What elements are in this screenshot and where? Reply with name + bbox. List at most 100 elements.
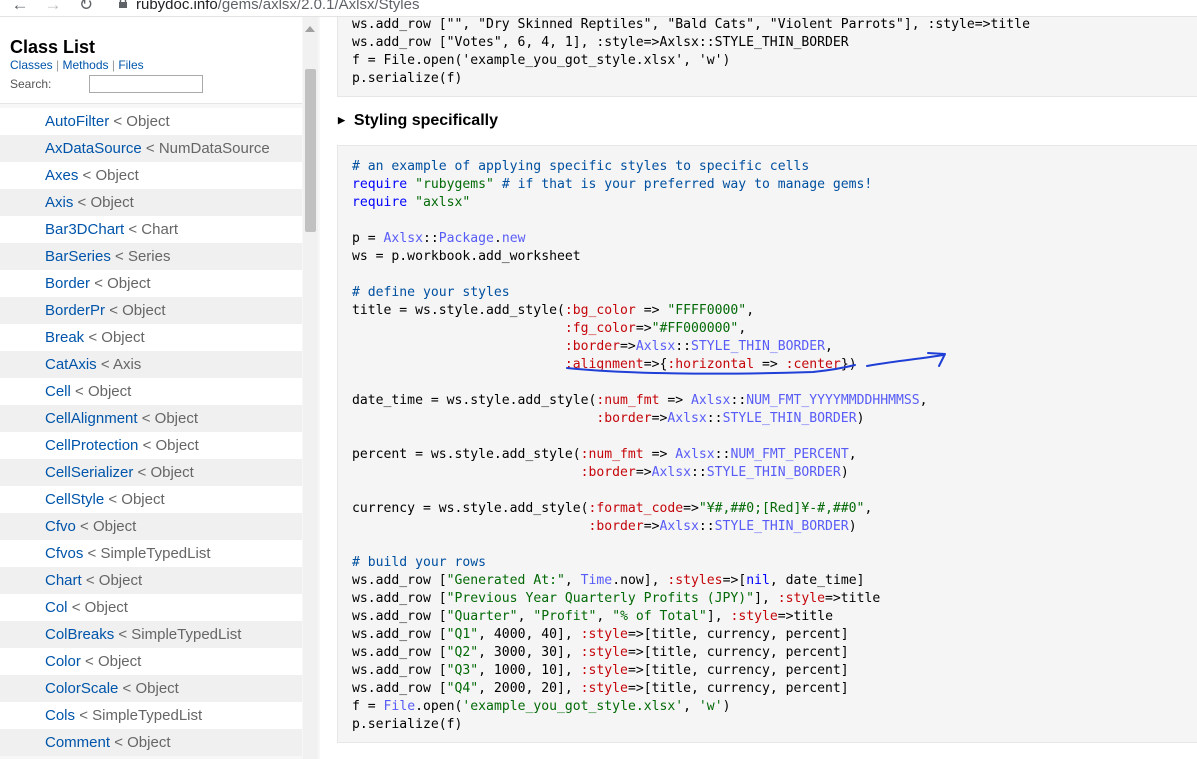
code-token: => [635,321,652,336]
class-link[interactable]: Break [45,329,85,346]
class-list-links: Classes | Methods | Files [10,58,144,72]
class-link[interactable]: AxDataSource [45,140,142,157]
code-token: , 4000, 40], [478,627,581,642]
code-token: f = [352,699,384,714]
class-list-item[interactable]: Bar3DChart < Chart [0,216,302,243]
class-link[interactable]: Axis [45,194,74,211]
class-link[interactable]: CellProtection [45,437,139,454]
code-token: => [683,501,699,516]
address-bar[interactable]: rubydoc.info/gems/axlsx/2.0.1/Axlsx/Styl… [118,0,419,13]
code-token: =>title [825,591,881,606]
class-link[interactable]: Cell [45,383,71,400]
class-link[interactable]: Axes [45,167,79,184]
code-token: , [683,699,699,714]
class-list-item[interactable]: Cfvo < Object [0,513,302,540]
methods-link[interactable]: Methods [62,58,109,72]
code-token: ws.add_row [ [352,663,447,678]
class-link[interactable]: Border [45,275,91,292]
code-constant: Axlsx [383,231,423,246]
back-arrow-icon[interactable]: ← [11,0,29,14]
forward-arrow-icon[interactable]: → [44,0,62,14]
class-list-item[interactable]: CellAlignment < Object [0,405,302,432]
code-line: ws.add_row ["", "Dry Skinned Reptiles", … [352,17,1030,32]
class-list-item[interactable]: BarSeries < Series [0,243,302,270]
superclass-label: < Object [109,302,166,319]
class-list-item[interactable]: Cell < Object [0,378,302,405]
code-symbol: :num_fmt [596,393,660,408]
class-list-item[interactable]: Cols < SimpleTypedList [0,702,302,729]
code-block-previous: ws.add_row ["", "Dry Skinned Reptiles", … [337,17,1197,97]
code-token: => [643,519,660,534]
class-list-item[interactable]: Color < Object [0,648,302,675]
class-link[interactable]: Cfvo [45,518,76,535]
class-list-item[interactable]: ColorScale < Object [0,675,302,702]
class-list-item[interactable]: CellStyle < Object [0,486,302,513]
code-string: "Q1" [446,627,479,642]
sidebar-scrollbar-thumb[interactable] [305,69,316,232]
class-link[interactable]: ColorScale [45,680,119,697]
class-link[interactable]: Cols [45,707,76,724]
code-string: "Previous Year Quarterly Profits (JPY)" [446,591,755,606]
class-link[interactable]: AutoFilter [45,113,110,130]
code-token: :: [422,231,439,246]
class-list-item[interactable]: BorderPr < Object [0,297,302,324]
class-link[interactable]: BorderPr [45,302,106,319]
class-link[interactable]: CatAxis [45,356,97,373]
classes-link[interactable]: Classes [10,58,53,72]
code-token: ws.add_row [ [352,627,447,642]
class-link[interactable]: BarSeries [45,248,111,265]
url-domain: rubydoc.info [136,0,218,13]
search-input[interactable] [89,75,203,93]
superclass-label: < Object [71,599,128,616]
class-list-item[interactable]: Axes < Object [0,162,302,189]
code-symbol: :format_code [588,501,684,516]
code-token: , date_time] [769,573,865,588]
reload-icon[interactable]: ↻ [78,0,94,14]
class-list-item[interactable]: Border < Object [0,270,302,297]
code-symbol: :style [777,591,826,606]
class-link[interactable]: CellAlignment [45,410,138,427]
files-link[interactable]: Files [118,58,144,72]
class-link[interactable]: Chart [45,572,82,589]
class-list-item[interactable]: AxDataSource < NumDataSource [0,135,302,162]
code-indent [352,519,589,534]
code-token: , 3000, 30], [478,645,581,660]
superclass-label: < Object [80,518,137,535]
class-link[interactable]: CellStyle [45,491,105,508]
code-comment: # an example of applying specific styles… [352,159,810,174]
class-list-item[interactable]: AutoFilter < Object [0,108,302,135]
scroll-up-arrow-icon[interactable] [305,26,315,32]
class-link[interactable]: Bar3DChart [45,221,125,238]
class-list-item[interactable]: Col < Object [0,594,302,621]
class-list-item[interactable]: Chart < Object [0,567,302,594]
code-token: =>[title, currency, percent] [627,663,849,678]
class-link[interactable]: Color [45,653,81,670]
class-list-item[interactable]: Comment < Object [0,729,302,756]
class-link[interactable]: ColBreaks [45,626,115,643]
class-link[interactable]: Comment [45,734,111,751]
code-token: => [754,357,786,372]
class-list-item[interactable]: Break < Object [0,324,302,351]
superclass-label: < Series [115,248,171,265]
class-list-item[interactable]: CellSerializer < Object [0,459,302,486]
styling-specifically-toggle[interactable]: ▶Styling specifically [338,112,498,130]
superclass-label: < Object [75,383,132,400]
code-token: :: [691,465,707,480]
class-list-item[interactable]: ColBreaks < SimpleTypedList [0,621,302,648]
class-link[interactable]: Cfvos [45,545,84,562]
code-constant: Axlsx [675,447,715,462]
code-token: => [651,411,668,426]
code-token: p = [352,231,384,246]
class-list-item[interactable]: CellProtection < Object [0,432,302,459]
class-link[interactable]: Col [45,599,68,616]
class-list-item[interactable]: CatAxis < Axis [0,351,302,378]
code-indent [352,321,565,336]
class-list-item[interactable]: Cfvos < SimpleTypedList [0,540,302,567]
class-list-item[interactable]: Axis < Object [0,189,302,216]
code-string: "% of Total" [612,609,707,624]
class-link[interactable]: CellSerializer [45,464,134,481]
code-string: "FFFF0000" [667,303,747,318]
search-label: Search: [10,77,52,91]
code-token: ws.add_row [ [352,609,447,624]
